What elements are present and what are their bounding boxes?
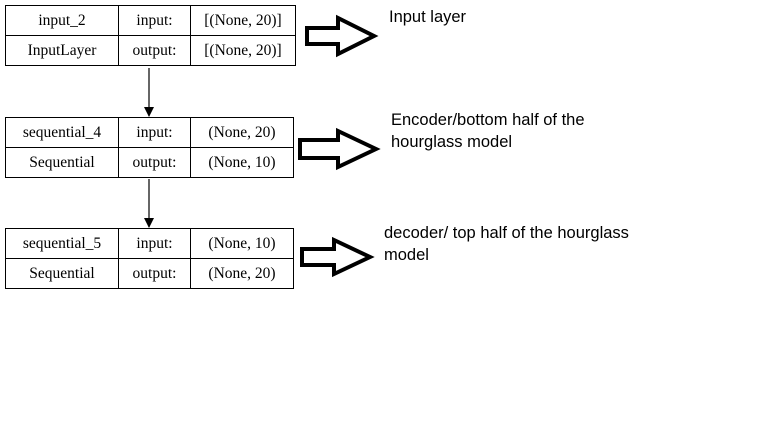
layer-type: InputLayer [5,35,119,66]
output-shape: (None, 10) [190,147,294,178]
block-arrow-decoder-icon [300,236,375,278]
layer-name: input_2 [5,5,119,36]
encoder-layer-node: sequential_4 input: (None, 20) Sequentia… [5,117,294,178]
layer-type: Sequential [5,258,119,289]
annotation-line: decoder/ top half of the hourglass [384,224,629,242]
input-label: input: [118,5,191,36]
annotation-decoder: decoder/ top half of the hourglass model [384,222,629,266]
annotation-line: hourglass model [391,133,513,151]
output-shape: (None, 20) [190,258,294,289]
layer-name: sequential_5 [5,228,119,259]
annotation-line: model [384,246,429,264]
input-shape: [(None, 20)] [190,5,296,36]
annotation-input-layer: Input layer [389,6,466,28]
input-shape: (None, 10) [190,228,294,259]
input-layer-node: input_2 input: [(None, 20)] InputLayer o… [5,5,296,66]
output-shape: [(None, 20)] [190,35,296,66]
input-shape: (None, 20) [190,117,294,148]
layer-type: Sequential [5,147,119,178]
output-label: output: [118,258,191,289]
block-arrow-input-icon [305,14,379,58]
output-label: output: [118,147,191,178]
block-arrow-encoder-icon [298,127,381,171]
input-label: input: [118,117,191,148]
layer-name: sequential_4 [5,117,119,148]
annotation-encoder: Encoder/bottom half of the hourglass mod… [391,109,585,153]
output-label: output: [118,35,191,66]
annotation-line: Encoder/bottom half of the [391,111,585,129]
annotation-line: Input layer [389,8,467,26]
decoder-layer-node: sequential_5 input: (None, 10) Sequentia… [5,228,294,289]
